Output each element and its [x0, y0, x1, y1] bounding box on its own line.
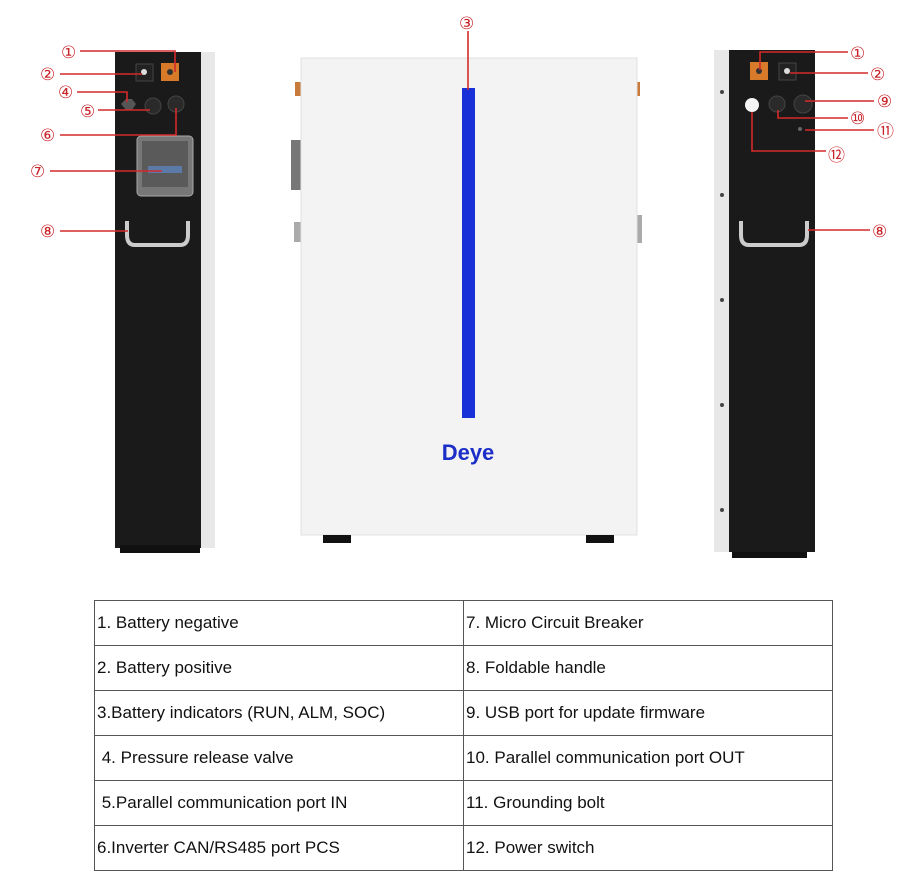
- pressure-valve: [121, 99, 136, 110]
- legend-cell: 3.Battery indicators (RUN, ALM, SOC): [94, 690, 464, 736]
- legend-cell: 12. Power switch: [463, 825, 833, 871]
- battery-indicator-bar: [462, 88, 475, 418]
- callout-1-left: ①: [61, 43, 76, 63]
- legend-cell: 1. Battery negative: [94, 600, 464, 646]
- callout-11: ⑪: [877, 122, 894, 142]
- callout-2-right: ②: [870, 65, 885, 85]
- brand-logo: Deye: [442, 440, 495, 465]
- callout-3: ③: [459, 14, 474, 34]
- left-side-view: [115, 52, 215, 553]
- callout-9: ⑨: [877, 92, 892, 112]
- handle: [125, 221, 190, 247]
- front-view: Deye: [291, 57, 642, 543]
- callout-labels: ① ② ④ ⑤ ⑥ ⑦ ⑧ ③ ① ② ⑨ ⑩ ⑪ ⑫ ⑧: [30, 14, 894, 242]
- callout-12: ⑫: [828, 146, 845, 166]
- legend-cell: 6.Inverter CAN/RS485 port PCS: [94, 825, 464, 871]
- power-switch: [745, 98, 759, 112]
- callout-1-right: ①: [850, 44, 865, 64]
- callout-4: ④: [58, 83, 73, 103]
- legend-cell: 11. Grounding bolt: [463, 780, 833, 826]
- callout-5: ⑤: [80, 102, 95, 122]
- legend-cell: 9. USB port for update firmware: [463, 690, 833, 736]
- leader-lines: [50, 31, 874, 232]
- legend-cell: 5.Parallel communication port IN: [94, 780, 464, 826]
- legend-cell: 7. Micro Circuit Breaker: [463, 600, 833, 646]
- callout-2-left: ②: [40, 65, 55, 85]
- table-row: 3.Battery indicators (RUN, ALM, SOC)9. U…: [94, 690, 833, 736]
- battery-diagram: Deye ① ② ④ ⑤: [30, 14, 894, 558]
- legend-cell: 8. Foldable handle: [463, 645, 833, 691]
- legend-cell: 4. Pressure release valve: [94, 735, 464, 781]
- callout-8-left: ⑧: [40, 222, 55, 242]
- callout-10: ⑩: [850, 109, 865, 129]
- callout-8-right: ⑧: [872, 222, 887, 242]
- right-side-view: [714, 50, 815, 558]
- callout-6: ⑥: [40, 126, 55, 146]
- legend-cell: 2. Battery positive: [94, 645, 464, 691]
- legend-cell: 10. Parallel communication port OUT: [463, 735, 833, 781]
- parallel-port-in: [144, 97, 162, 115]
- callout-7: ⑦: [30, 162, 45, 182]
